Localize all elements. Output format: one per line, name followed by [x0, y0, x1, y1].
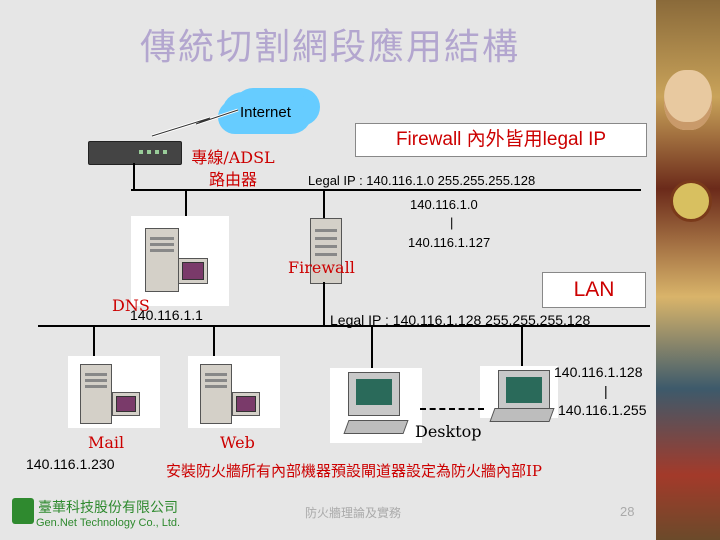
firewall-inner-drop-line	[323, 282, 325, 326]
inner-range-start: 140.116.1.128	[554, 364, 643, 380]
firewall-outer-drop-line	[323, 190, 325, 218]
outer-network-bus	[131, 189, 641, 191]
desktop1-monitor-icon	[348, 372, 400, 416]
router-label-line1: 專線/ADSL	[191, 148, 275, 167]
inner-network-bus	[38, 325, 650, 327]
web-label: Web	[220, 433, 255, 452]
internet-label: Internet	[240, 104, 291, 121]
internet-cloud-icon	[222, 92, 312, 134]
mail-label: Mail	[88, 433, 125, 452]
mail-server-icon	[80, 364, 112, 424]
dns-server-icon	[145, 228, 179, 292]
inner-range-sep: |	[604, 383, 608, 399]
web-drop-line	[213, 326, 215, 356]
inner-range-end: 140.116.1.255	[558, 402, 647, 418]
lan-banner: LAN	[542, 272, 646, 308]
dns-monitor-icon	[178, 258, 208, 284]
company-logo-icon	[12, 498, 34, 524]
outer-legal-ip: Legal IP : 140.116.1.0 255.255.255.128	[308, 173, 536, 188]
desktop-label: Desktop	[415, 422, 482, 441]
router-icon	[88, 141, 182, 165]
decorative-side-image	[656, 0, 720, 540]
desktop2-monitor-icon	[498, 370, 550, 414]
desktop2-keyboard-icon	[489, 408, 555, 422]
desktop2-drop-line	[521, 326, 523, 370]
dns-drop-line	[185, 190, 187, 216]
desktop1-keyboard-icon	[343, 420, 409, 434]
ornament-icon	[670, 180, 712, 222]
gateway-note: 安裝防火牆所有內部機器預設閘道器設定為防火牆內部IP	[166, 462, 543, 480]
inner-legal-ip: Legal IP : 140.116.1.128 255.255.255.128	[330, 312, 591, 328]
router-label: 專線/ADSL 路由器	[183, 147, 283, 191]
desktop1-drop-line	[371, 326, 373, 370]
company-name-en: Gen.Net Technology Co., Ltd.	[36, 517, 181, 529]
portrait-face	[664, 70, 712, 130]
desktops-dashed-link	[420, 408, 484, 410]
firewall-label: Firewall	[288, 258, 355, 277]
mail-drop-line	[93, 326, 95, 356]
mail-monitor-icon	[112, 392, 140, 416]
firewall-server-icon	[310, 218, 342, 284]
company-name-cn: 臺華科技股份有限公司	[38, 500, 178, 516]
slide-title: 傳統切割網段應用結構	[139, 27, 520, 68]
dns-label: DNS	[112, 296, 150, 315]
outer-range-sep: |	[450, 215, 454, 230]
outer-range-start: 140.116.1.0	[410, 197, 478, 212]
course-title: 防火牆理論及實務	[305, 506, 402, 520]
page-number: 28	[620, 504, 635, 519]
outer-range-end: 140.116.1.127	[408, 235, 491, 250]
router-drop-line	[133, 163, 135, 190]
firewall-banner: Firewall 內外皆用legal IP	[355, 123, 647, 157]
wan-link-icon	[151, 108, 239, 138]
web-server-icon	[200, 364, 232, 424]
mail-ip: 140.116.1.230	[26, 456, 115, 472]
web-monitor-icon	[232, 392, 260, 416]
dns-ip: 140.116.1.1	[130, 307, 203, 323]
router-label-line2: 路由器	[208, 170, 257, 189]
